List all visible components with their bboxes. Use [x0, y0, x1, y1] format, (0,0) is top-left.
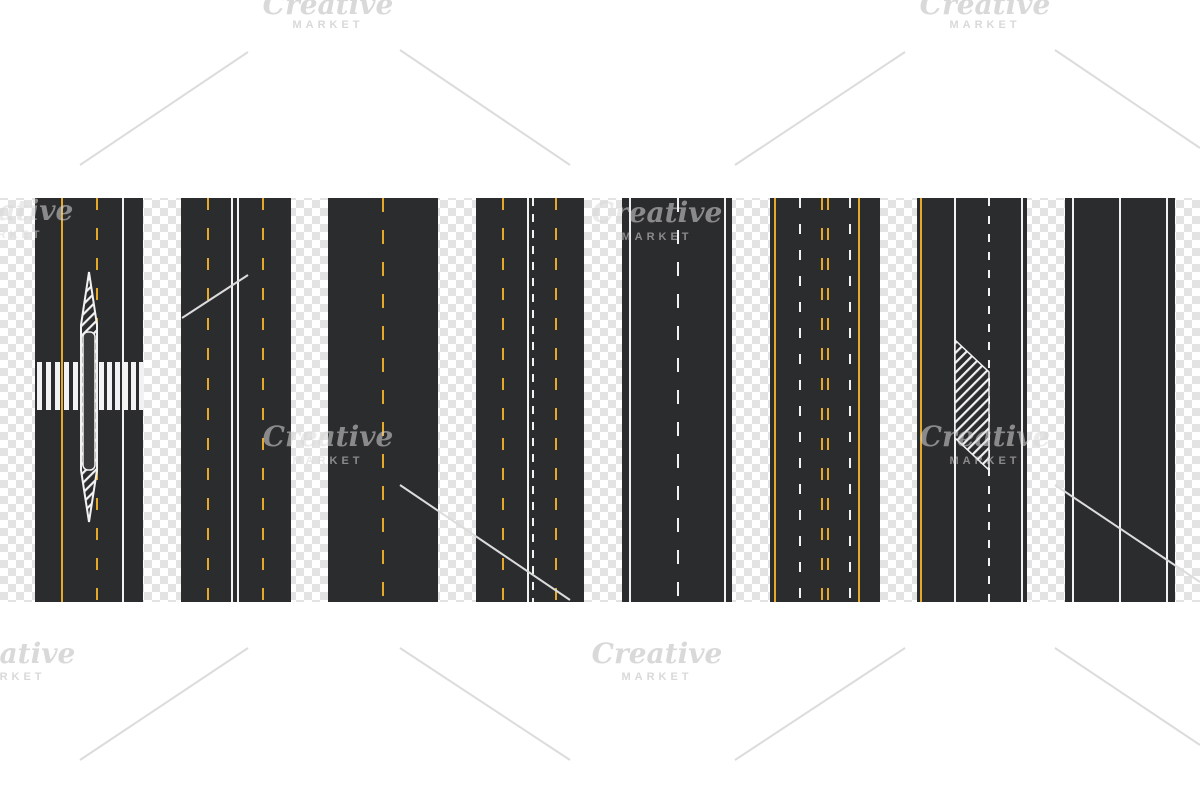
watermark-brand: Creative	[0, 194, 73, 227]
watermark-lines	[79, 49, 1200, 761]
watermark-strip-middle-left: Creative MARKET	[263, 420, 394, 467]
watermark-brand: Creative	[263, 0, 394, 21]
watermark-brand: Creative	[0, 637, 75, 670]
crosswalk-bar	[131, 362, 136, 410]
watermark-tagline: MARKET	[0, 229, 44, 241]
crosswalk-bar	[73, 362, 78, 410]
asphalt	[476, 198, 584, 602]
watermark-tagline: MARKET	[949, 455, 1020, 467]
crosswalk-bar	[107, 362, 112, 410]
watermark-strip-center: Creative MARKET	[592, 196, 723, 243]
watermark-tagline: MARKET	[0, 671, 46, 683]
crosswalk-bar	[139, 362, 144, 410]
watermark-top-left: Creative MARKET	[263, 0, 394, 31]
road-four-lane-yellow-dashed	[181, 198, 291, 602]
watermark-top-right: Creative MARKET	[920, 0, 1051, 31]
watermark-tagline: MARKET	[949, 19, 1020, 31]
road-hatched-merge	[917, 198, 1027, 602]
watermark-tagline: MARKET	[621, 231, 692, 243]
crosswalk-bar	[37, 362, 42, 410]
road-two-lane-yellow-center	[328, 198, 438, 602]
road-strip	[35, 198, 1175, 602]
watermark-strip-middle-right: Creative MARKET	[920, 420, 1051, 467]
watermark-brand: Creative	[263, 420, 394, 453]
road-yellow-white-dashed	[476, 198, 584, 602]
road-double-yellow-white-dashed	[770, 198, 880, 602]
watermark-strip-left: Creative MARKET	[0, 194, 73, 241]
watermark-brand: Creative	[920, 0, 1051, 21]
crosswalk-bar	[64, 362, 69, 410]
watermark-bottom-center: Creative MARKET	[592, 637, 723, 683]
watermark-bottom-left: Creative MARKET	[0, 637, 75, 683]
watermark-tagline: MARKET	[292, 19, 363, 31]
watermark-tagline: MARKET	[621, 671, 692, 683]
watermark-brand: Creative	[592, 637, 723, 670]
watermark-tagline: MARKET	[292, 455, 363, 467]
crosswalk-bar	[99, 362, 104, 410]
watermark-brand: Creative	[592, 196, 723, 229]
crosswalk-bar	[115, 362, 120, 410]
watermark-brand: Creative	[920, 420, 1051, 453]
crosswalk-bar	[46, 362, 51, 410]
crosswalk-bar	[55, 362, 60, 410]
island-curb	[82, 331, 96, 471]
asphalt	[770, 198, 880, 602]
road-crosswalk-island	[35, 198, 144, 602]
hatched-area	[954, 338, 990, 472]
asphalt	[181, 198, 291, 602]
road-white-dashed-one-way	[622, 198, 732, 602]
road-plain-white-lines	[1065, 198, 1175, 602]
crosswalk-bar	[123, 362, 128, 410]
